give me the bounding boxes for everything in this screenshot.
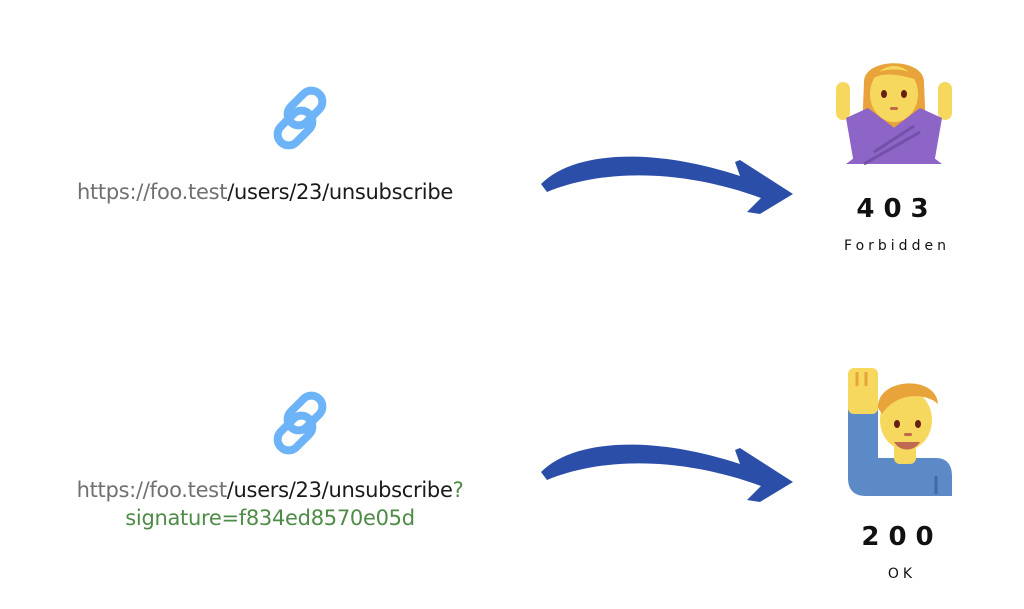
link-icon — [273, 391, 327, 455]
curved-arrow-icon — [541, 444, 793, 502]
url-signature: signature=f834ed8570e05d — [125, 506, 415, 530]
status-code-200: 200 — [861, 522, 943, 552]
url-unsigned[interactable]: https://foo.test/users/23/unsubscribe — [50, 178, 480, 206]
url-path: /users/23/unsubscribe — [227, 180, 453, 204]
url-path: /users/23/unsubscribe — [226, 478, 453, 502]
url-signed[interactable]: https://foo.test/users/23/unsubscribe? s… — [40, 476, 500, 532]
status-label-ok: OK — [887, 566, 917, 582]
url-line-1: https://foo.test/users/23/unsubscribe? — [40, 476, 500, 504]
url-query-separator: ? — [452, 478, 464, 502]
status-label-forbidden: Forbidden — [844, 238, 950, 254]
curved-arrow-icon — [541, 156, 793, 214]
person-raising-hand-icon — [848, 368, 952, 496]
url-host: https://foo.test — [76, 180, 228, 204]
status-code-403: 403 — [856, 194, 938, 224]
person-gesturing-no-icon — [836, 63, 952, 166]
url-host: https://foo.test — [76, 478, 228, 502]
link-icon — [273, 86, 327, 150]
